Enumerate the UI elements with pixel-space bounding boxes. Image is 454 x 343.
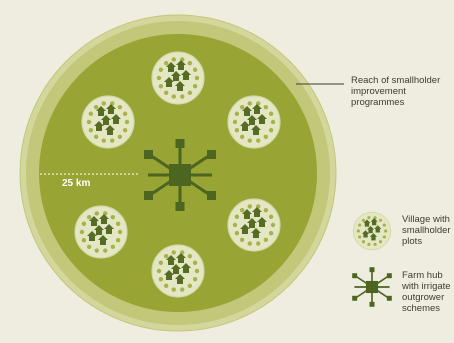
legend-hub-line: with irrigate xyxy=(402,281,451,292)
legend-village-label: Village with smallholder plots xyxy=(402,214,451,247)
legend-hub-line: Farm hub xyxy=(402,270,443,281)
village-icon xyxy=(228,199,280,251)
village-icon xyxy=(228,96,280,148)
legend-farm-hub-icon xyxy=(351,266,393,308)
reach-label-line: Reach of smallholder xyxy=(351,75,441,86)
legend-village-line: smallholder xyxy=(402,225,451,236)
village-icon xyxy=(82,96,134,148)
village-icon xyxy=(152,52,204,104)
legend-village-line: plots xyxy=(402,236,423,247)
legend-hub-label: Farm hub with irrigate outgrower schemes xyxy=(402,270,451,314)
legend-village-line: Village with xyxy=(402,214,450,225)
legend-hub-line: outgrower xyxy=(402,292,445,303)
reach-label-line: programmes xyxy=(351,97,405,108)
village-icon xyxy=(75,206,127,258)
legend-village-icon xyxy=(353,212,390,249)
reach-label-line: improvement xyxy=(351,86,406,97)
village-icon xyxy=(152,245,204,297)
radius-distance-label: 25 km xyxy=(62,178,91,189)
reach-label: Reach of smallholder improvement program… xyxy=(351,75,440,108)
legend-hub-line: schemes xyxy=(402,303,441,314)
